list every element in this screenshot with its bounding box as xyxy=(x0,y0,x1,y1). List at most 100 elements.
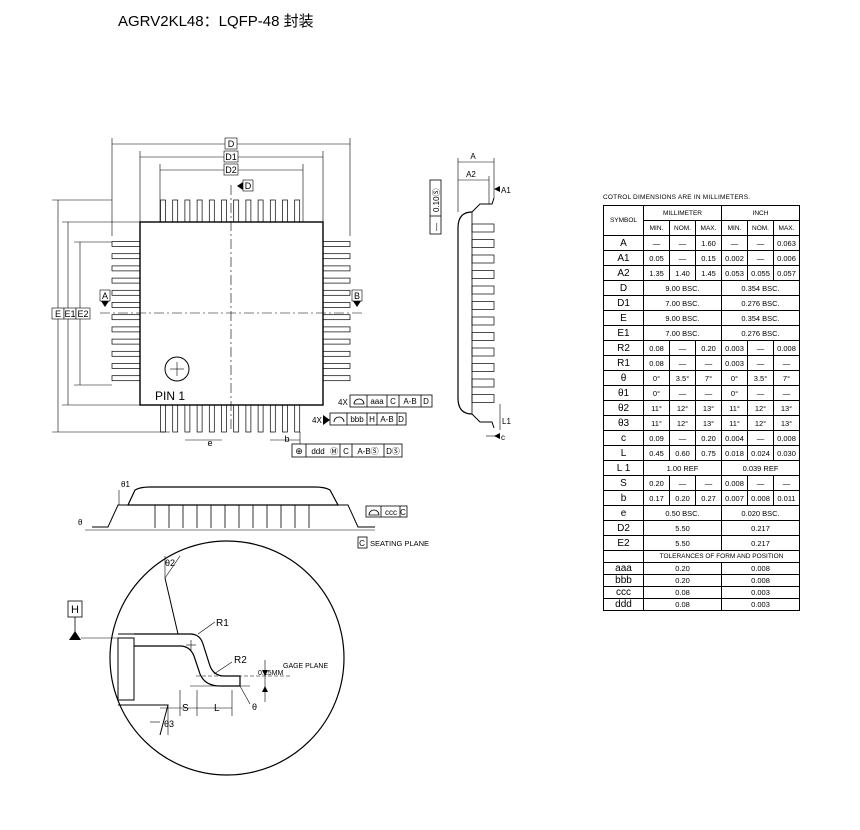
lead-left xyxy=(111,241,141,247)
table-cell: 0.003 xyxy=(721,598,800,611)
fcf-ddd-cell: C xyxy=(343,447,349,456)
front-lead-right xyxy=(338,504,375,528)
table-cell: 0.002 xyxy=(721,250,748,266)
row-symbol: D1 xyxy=(603,295,644,311)
datum-A-arrow xyxy=(101,301,109,307)
lead-top xyxy=(160,199,166,223)
row-symbol: L xyxy=(603,445,644,461)
lead-right xyxy=(322,302,351,308)
theta-label: θ xyxy=(78,518,83,527)
r2-leader xyxy=(213,661,233,675)
header-sub: MIN. xyxy=(643,220,670,236)
table-cell: — xyxy=(721,235,748,251)
row-symbol: θ xyxy=(603,370,644,386)
table-cell: 0.20 xyxy=(643,574,722,587)
gage-plane-label: GAGE PLANE xyxy=(283,663,328,670)
theta2-ref xyxy=(164,555,181,579)
fcf-ddd-frame xyxy=(291,443,403,458)
s-label: S xyxy=(182,703,189,714)
table-cell: 0.018 xyxy=(721,445,748,461)
table-cell xyxy=(603,550,644,563)
lead-top xyxy=(257,199,264,223)
lead-left xyxy=(111,375,141,382)
lead-left xyxy=(111,253,141,260)
lead-bottom xyxy=(160,404,166,433)
fcf-ddd-cell: Ⓜ xyxy=(330,447,338,456)
header-sub: MIN. xyxy=(721,220,748,236)
table-cell: 0.20 xyxy=(695,430,722,446)
side-body xyxy=(457,211,473,415)
table-cell: 0.004 xyxy=(721,430,748,446)
table-cell: 0.15 xyxy=(695,250,722,266)
dim-e-label: e xyxy=(207,438,212,448)
lead-right xyxy=(322,350,351,357)
dim-D-label: D xyxy=(228,139,235,149)
table-cell: 0.17 xyxy=(643,490,670,506)
table-cell: 0.27 xyxy=(695,490,722,506)
lead-bottom xyxy=(221,404,227,433)
side-lead xyxy=(471,301,495,310)
table-cell: 0.05 xyxy=(643,250,670,266)
package-body xyxy=(139,221,324,406)
table-cell: 1.45 xyxy=(695,265,722,281)
side-lead xyxy=(471,378,495,388)
table-cell: 0.276 BSC. xyxy=(721,325,800,341)
table-cell: 0.354 BSC. xyxy=(721,310,800,326)
table-cell: 13° xyxy=(773,415,800,431)
theta1-label: θ1 xyxy=(121,480,130,489)
datum-H-label: H xyxy=(71,604,79,616)
table-cell: 12° xyxy=(747,400,774,416)
row-symbol: bbb xyxy=(603,574,644,587)
fcf-bbb-frame xyxy=(329,412,407,426)
datum-B-label: B xyxy=(354,291,360,301)
table-cell: 0.08 xyxy=(643,586,722,599)
side-lead xyxy=(471,223,495,233)
table-cell: 1.00 REF xyxy=(643,460,722,476)
table-cell: 0.217 xyxy=(721,535,800,551)
theta3-label: θ3 xyxy=(164,719,174,729)
table-cell: 13° xyxy=(695,400,722,416)
lead-top xyxy=(184,199,191,223)
side-view-leads xyxy=(471,223,495,403)
profile-surface-icon xyxy=(368,509,380,516)
lead-bottom xyxy=(294,404,301,433)
dim-c-label: c xyxy=(501,433,505,442)
dim-E2-box xyxy=(75,307,91,320)
dim-D-box xyxy=(224,137,238,150)
table-cell: 0.008 xyxy=(721,475,748,491)
side-lead xyxy=(471,316,495,326)
side-lead xyxy=(471,363,495,372)
table-cell: 7° xyxy=(695,370,722,386)
table-cell: 0.011 xyxy=(773,490,800,506)
table-cell: — xyxy=(695,355,722,371)
row-symbol: D2 xyxy=(603,520,644,536)
table-cell: 1.40 xyxy=(669,265,696,281)
fcf-bbb-prefix: 4X xyxy=(312,416,322,425)
fcf-bbb-cell: H xyxy=(369,415,375,424)
dim-A1-label: A1 xyxy=(501,186,511,195)
side-lead xyxy=(471,270,495,279)
table-cell: — xyxy=(773,385,800,401)
side-lead xyxy=(471,394,495,403)
tol-flatness-icon: — xyxy=(432,223,441,231)
table-cell: — xyxy=(643,235,670,251)
table-cell: 0.057 xyxy=(773,265,800,281)
table-cell: — xyxy=(669,250,696,266)
lead-left xyxy=(111,265,141,272)
fcf-ccc-cell: C xyxy=(400,508,406,517)
table-row: A——1.60——0.063 xyxy=(603,235,800,251)
datum-H-triangle xyxy=(69,631,81,640)
pin1-marker-circle xyxy=(164,356,190,382)
table-cell: 13° xyxy=(695,415,722,431)
row-symbol: θ1 xyxy=(603,385,644,401)
table-cell: — xyxy=(747,430,774,446)
l-label: L xyxy=(214,703,220,714)
header-sub: NOM. xyxy=(669,220,696,236)
theta-detail-label: θ xyxy=(252,702,257,712)
table-cell: 11° xyxy=(721,415,748,431)
header-sub: MAX. xyxy=(695,220,722,236)
